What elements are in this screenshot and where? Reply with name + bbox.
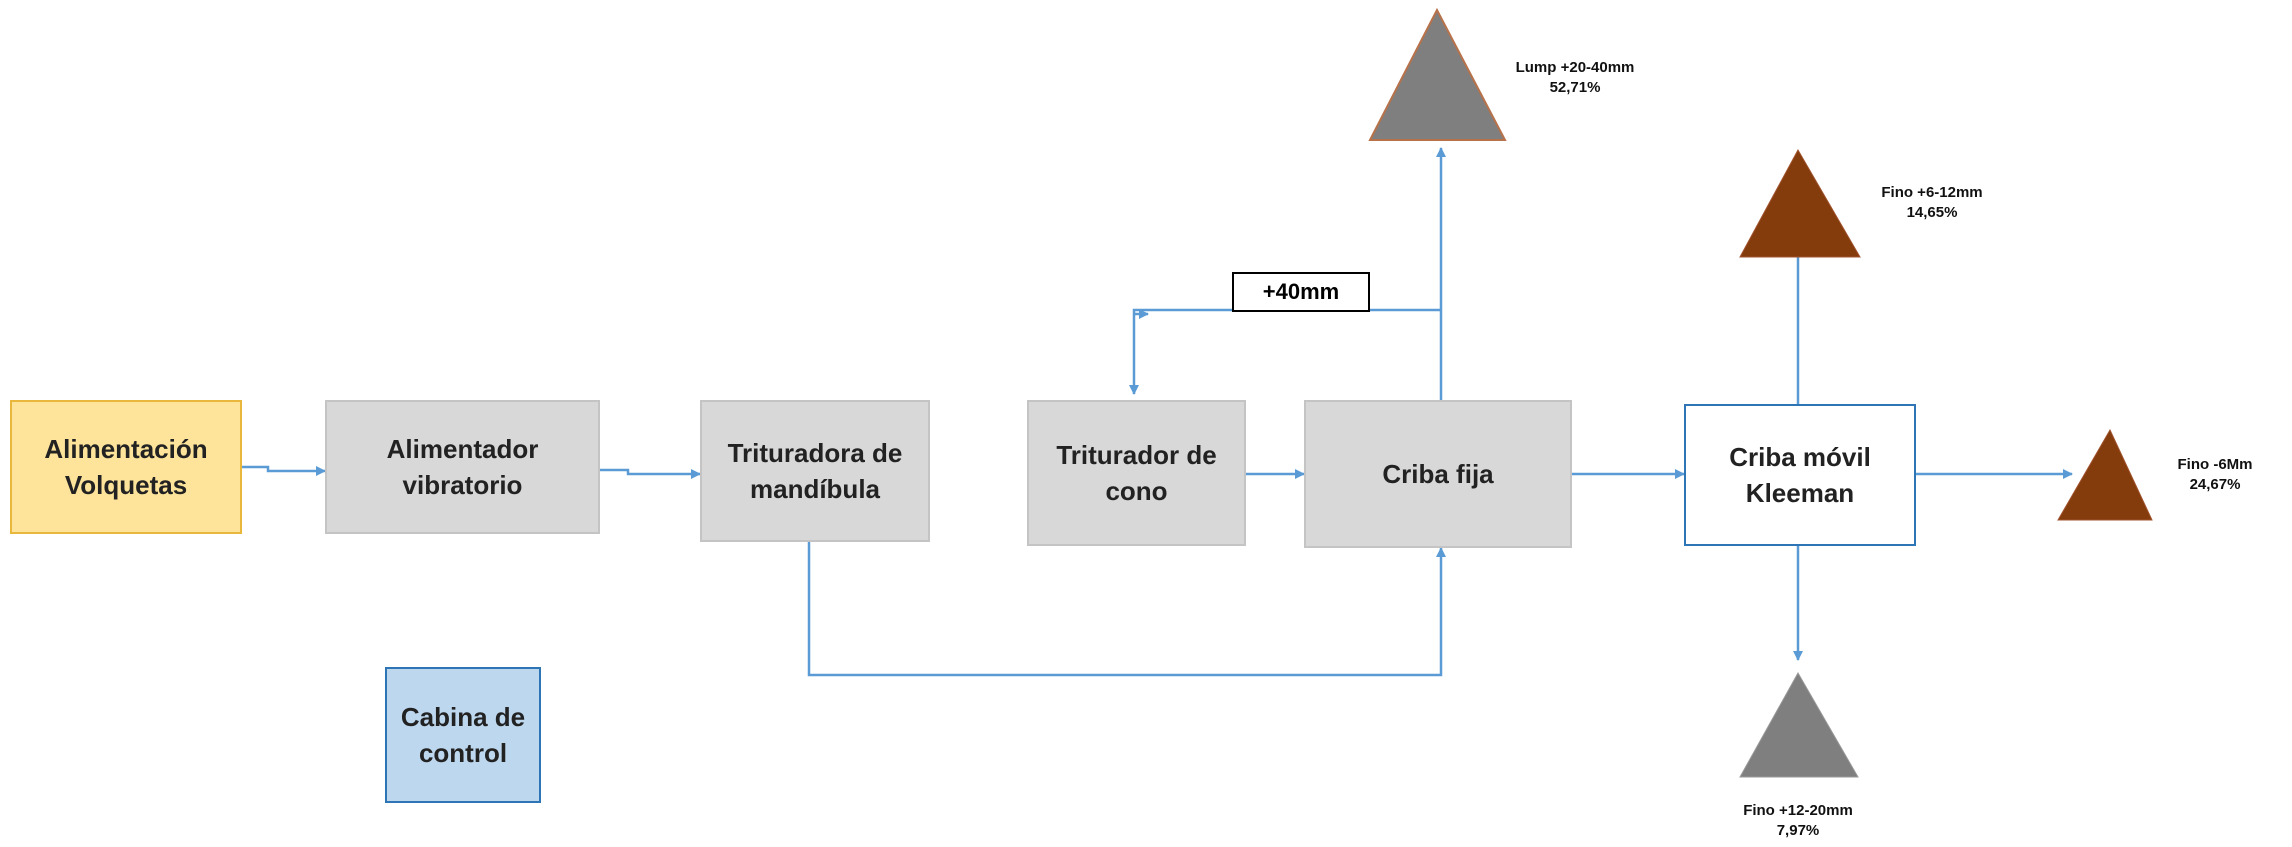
recycle-plus40-label: +40mm (1232, 272, 1370, 312)
arrow-alimentacion-to-alimentador (242, 465, 326, 476)
fino-12-20-product-label: Fino +12-20mm 7,97% (1720, 801, 1876, 841)
lump-product-triangle (1368, 7, 1507, 141)
arrow-alimentador-to-trituradora (600, 468, 701, 479)
trituradora-mandibula-box: Trituradora de mandíbula (700, 400, 930, 542)
fino-6-product-label: Fino -6Mm 24,67% (2160, 455, 2270, 495)
fino-6-12-product-label: Fino +6-12mm 14,65% (1862, 183, 2002, 223)
fino-6-12-pct: 14,65% (1906, 204, 1958, 221)
alimentador-vibratorio-box: Alimentador vibratorio (325, 400, 600, 534)
arrow-trituradora-to-criba-fija-bottom (807, 542, 1446, 677)
criba-fija-box: Criba fija (1304, 400, 1572, 548)
fino-12-20-product-triangle (1739, 671, 1859, 778)
triturador-cono-box: Triturador de cono (1027, 400, 1246, 546)
fino-6-pct: 24,67% (2189, 476, 2241, 493)
arrow-recycle-to-cono (1129, 308, 1441, 395)
lump-pct: 52,71% (1549, 79, 1601, 96)
fino-6-12-name: Fino +6-12mm (1881, 184, 1983, 201)
fino-6-product-triangle (2057, 428, 2153, 521)
criba-movil-kleeman-box: Criba móvil Kleeman (1684, 404, 1916, 546)
lump-name: Lump +20-40mm (1515, 59, 1635, 76)
fino-6-12-product-triangle (1739, 148, 1861, 258)
lump-product-label: Lump +20-40mm 52,71% (1490, 58, 1660, 98)
fino-12-20-pct: 7,97% (1776, 822, 1820, 839)
fino-6-name: Fino -6Mm (2177, 456, 2253, 473)
cabina-control-box: Cabina de control (385, 667, 541, 803)
alimentacion-volquetas-box: Alimentación Volquetas (10, 400, 242, 534)
fino-12-20-name: Fino +12-20mm (1743, 802, 1853, 819)
